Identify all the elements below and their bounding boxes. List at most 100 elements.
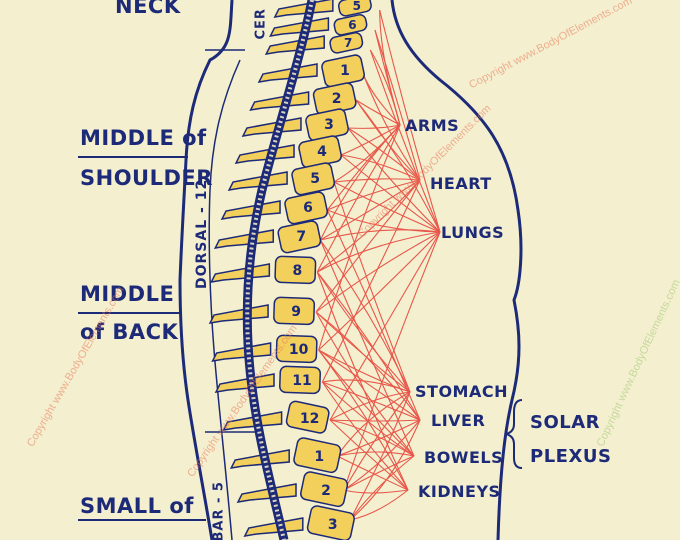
spinous-process: [269, 17, 330, 37]
vertebra-number: 7: [344, 36, 352, 50]
nerve-fibre: [316, 271, 421, 421]
nerve-fibres: [315, 9, 441, 521]
vertebra-lumbar-1: 1: [229, 437, 342, 474]
nerve-fibre: [347, 127, 441, 233]
spinous-process: [227, 171, 288, 191]
vertebra-number: 3: [328, 517, 338, 533]
nerve-fibre: [316, 124, 401, 273]
label-kidneys: KIDNEYS: [418, 482, 501, 501]
vertebra-dorsal-1: 1: [257, 54, 365, 88]
nerve-fibre: [343, 419, 421, 491]
nerve-fibre: [321, 179, 421, 383]
spinous-process: [234, 144, 295, 164]
vertebra-dorsal-11: 11: [214, 365, 321, 395]
body-back-outline: [178, 0, 234, 540]
vertebra-cervical-5: 5: [273, 0, 372, 18]
nerve-fibre: [319, 239, 411, 393]
spinous-process: [229, 449, 290, 469]
vertebra-cervical-7: 7: [264, 32, 364, 55]
vertebral-body: [329, 32, 364, 54]
nerve-fibre: [333, 181, 411, 393]
spinous-process: [236, 483, 297, 503]
nerve-fibre: [319, 124, 401, 241]
nerve-fibre: [315, 311, 421, 421]
spinal-cord-hatch: [245, 0, 314, 540]
vertebra-number: 12: [300, 411, 319, 427]
nerve-fibre: [322, 379, 411, 393]
vertebral-body: [273, 296, 316, 326]
nerve-fibre: [369, 49, 441, 233]
label-small-of: SMALL of: [80, 494, 194, 518]
nerve-fibre: [340, 124, 401, 156]
label-middle-of-back-line1: MIDDLE: [80, 282, 175, 306]
label-dorsal: DORSAL - 12: [194, 178, 210, 289]
vertebra-dorsal-12: 12: [222, 400, 330, 434]
body-front-outline: [390, 0, 523, 540]
vertebra-number: 6: [348, 18, 356, 32]
nerve-fibre: [347, 124, 401, 129]
label-arms: ARMS: [405, 116, 460, 135]
nerve-fibre: [337, 419, 421, 457]
nerve-fibre: [379, 9, 441, 233]
vertebra-lumbar-3: 3: [243, 505, 355, 540]
nerve-fibre: [369, 49, 401, 126]
nerve-fibre: [327, 179, 421, 211]
nerve-fibre: [322, 381, 421, 421]
solar-plexus-brace: [505, 399, 523, 469]
nerve-fibre: [318, 124, 401, 351]
nerve-fibre: [340, 154, 421, 181]
vertebra-number: 10: [289, 342, 309, 358]
vertebral-body: [284, 191, 329, 225]
label-bowels: BOWELS: [424, 448, 504, 467]
nerve-fibre: [379, 9, 401, 126]
spinous-process: [249, 91, 310, 111]
vertebra-number: 5: [310, 171, 320, 187]
nerve-fibre: [337, 451, 415, 457]
nerve-fibre: [315, 179, 421, 313]
spinous-process: [213, 229, 275, 249]
nerve-fibre: [340, 154, 441, 233]
vertebral-body: [291, 162, 336, 196]
nerve-fibre: [320, 179, 421, 241]
spinous-process: [208, 304, 269, 324]
vertebra-dorsal-3: 3: [241, 108, 349, 142]
nerve-fibre: [318, 349, 421, 421]
label-lumbar: BAR - 5: [211, 481, 227, 540]
label-cervical: CER: [253, 8, 269, 40]
vertebra-number: 3: [324, 117, 334, 133]
nerve-fibre: [343, 391, 411, 491]
label-neck: NECK: [115, 0, 181, 18]
nerve-fibre: [362, 74, 421, 181]
nerve-fibre: [321, 381, 409, 491]
label-stomach: STOMACH: [415, 382, 508, 401]
label-solar: SOLAR: [530, 412, 601, 433]
nerve-fibre: [333, 181, 441, 233]
nerve-fibre: [349, 391, 411, 521]
nerve-fibre: [316, 271, 411, 393]
vertebra-cervical-6: 6: [269, 14, 368, 37]
vertebra-number: 9: [291, 304, 301, 320]
nerve-fibre: [320, 229, 441, 241]
nerve-fibre: [329, 419, 409, 491]
nerve-fibre: [343, 489, 409, 494]
nerve-fibre: [333, 178, 421, 183]
nerve-fibre: [329, 419, 415, 457]
nerve-fibre: [327, 209, 441, 233]
vertebra-dorsal-7: 7: [213, 220, 322, 254]
nerve-fibre: [336, 391, 411, 457]
label-lungs: LUNGS: [441, 223, 505, 242]
nerve-fibre: [329, 391, 411, 421]
nerve-fibre: [316, 271, 409, 491]
label-liver: LIVER: [431, 411, 486, 430]
nerve-fibre: [318, 349, 409, 491]
vertebral-body: [300, 471, 349, 508]
spinous-process: [220, 200, 281, 220]
spinous-process: [243, 517, 304, 537]
label-middle-of-shoulder-line2: SHOULDER: [80, 166, 213, 190]
label-heart: HEART: [430, 174, 492, 193]
vertebral-body: [277, 220, 322, 254]
vertebral-body: [274, 255, 317, 285]
spinous-process: [214, 373, 275, 393]
